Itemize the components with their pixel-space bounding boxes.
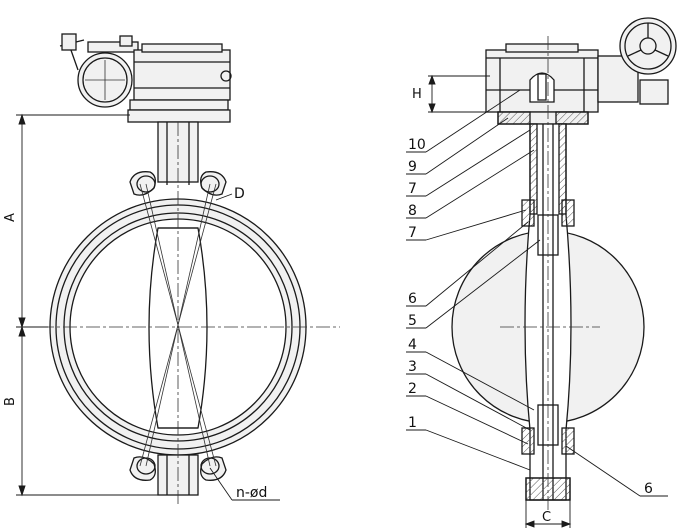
label-D: D (234, 186, 245, 202)
upper-bolt-lugs (129, 171, 227, 196)
callout-4: 4 (408, 337, 417, 353)
front-centerlines (40, 60, 340, 505)
callout-2: 2 (408, 381, 417, 397)
callout-8: 8 (408, 203, 417, 219)
side-actuator (485, 43, 599, 125)
callout-7a: 7 (408, 181, 417, 197)
side-handwheel (597, 17, 677, 105)
dimension-A-B (16, 113, 160, 497)
bolt-hole-leader (209, 467, 280, 501)
label-bolt-holes: n-ød (236, 485, 267, 501)
callout-6b: 6 (644, 481, 653, 497)
callout-6a: 6 (408, 291, 417, 307)
callout-7b: 7 (408, 225, 417, 241)
callout-leaders-upper (406, 89, 535, 241)
callout-leader-right (565, 445, 668, 497)
side-view (451, 17, 677, 501)
dim-A-label: A (3, 213, 18, 222)
side-centerlines (500, 36, 600, 510)
dim-H-label: H (412, 87, 422, 102)
callout-5: 5 (408, 313, 417, 329)
callout-1: 1 (408, 415, 417, 431)
callout-10: 10 (408, 137, 426, 153)
dimension-C (524, 500, 572, 528)
dim-C-label: C (542, 510, 551, 525)
callout-9: 9 (408, 159, 417, 175)
handwheel-gearbox (59, 33, 232, 123)
leader-D (215, 193, 233, 201)
callout-3: 3 (408, 359, 417, 375)
dim-B-label: B (3, 397, 18, 406)
callout-leaders-lower (406, 221, 541, 471)
